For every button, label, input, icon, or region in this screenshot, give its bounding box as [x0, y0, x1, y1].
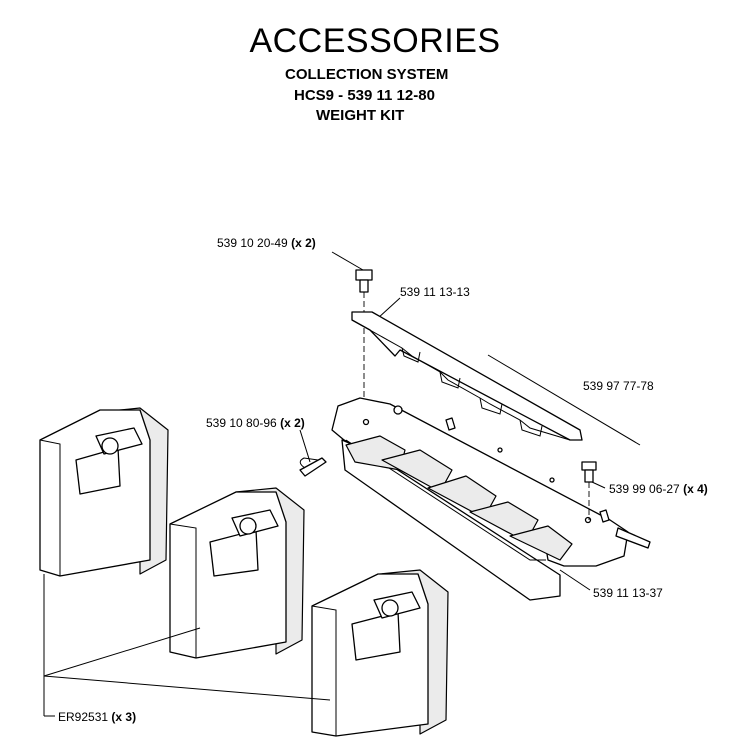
label-539-99-06-27: 539 99 06-27 (x 4)	[609, 482, 708, 496]
leader-weights	[43, 574, 331, 717]
bolt-539-99-06-27	[581, 461, 597, 520]
leader-bracket	[377, 297, 401, 319]
weight-1	[39, 407, 169, 577]
label-539-11-13-13: 539 11 13-13	[400, 285, 470, 299]
weight-2	[169, 487, 305, 659]
leader-tray	[559, 569, 591, 591]
label-er92531: ER92531 (x 3)	[58, 710, 137, 724]
weight-3	[311, 569, 449, 737]
label-539-10-80-96: 539 10 80-96 (x 2)	[206, 416, 305, 430]
leader-bolt	[331, 251, 364, 271]
label-539-11-13-37: 539 11 13-37	[593, 586, 663, 600]
leader-clip	[299, 429, 311, 463]
label-539-97-77-78: 539 97 77-78	[583, 379, 654, 393]
bolt-539-10-20-49	[355, 269, 373, 420]
rod-539-97-77-78	[487, 354, 641, 446]
tray-539-11-13-37	[331, 397, 651, 601]
page-title: ACCESSORIES	[249, 22, 501, 60]
clip-539-10-80-96	[299, 457, 327, 477]
bracket-539-11-13-13	[351, 311, 583, 441]
subtitle-weight-kit: WEIGHT KIT	[316, 107, 405, 124]
leader-small-bolt	[591, 481, 606, 489]
label-539-10-20-49: 539 10 20-49 (x 2)	[217, 236, 316, 250]
subtitle-collection-system: COLLECTION SYSTEM	[285, 66, 449, 83]
subtitle-model-number: HCS9 - 539 11 12-80	[294, 87, 435, 104]
